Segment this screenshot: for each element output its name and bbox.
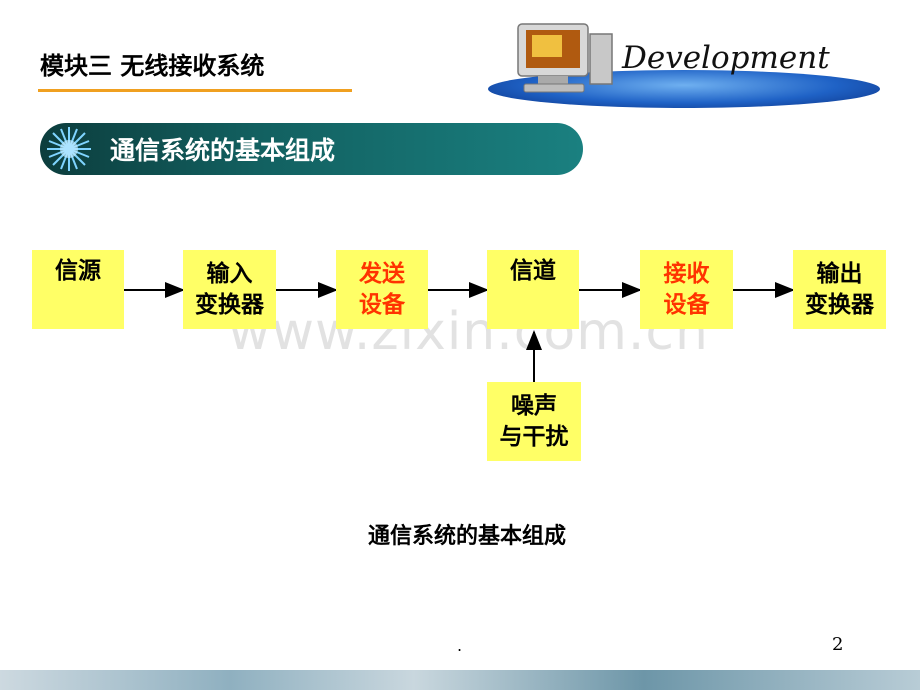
module-title: 模块三 无线接收系统	[40, 52, 265, 80]
box-channel-line-1: 信道	[510, 258, 556, 284]
computer-icon	[517, 23, 613, 93]
logo-text: Development	[622, 40, 830, 76]
box-input-transducer-line-2: 变换器	[195, 291, 264, 318]
box-output-transducer-line-2: 变换器	[805, 291, 874, 318]
watermark: www.zixin.com.cn	[228, 302, 709, 362]
box-transmitter: 发送 设备	[336, 250, 428, 329]
box-input-transducer: 输入 变换器	[183, 250, 276, 329]
bottom-decorative-strip	[0, 670, 920, 690]
starburst-icon	[47, 127, 91, 171]
section-bar	[40, 123, 583, 175]
box-transmitter-line-1: 发送	[359, 260, 405, 287]
box-source: 信源	[32, 250, 124, 329]
page-number: 2	[832, 634, 844, 655]
box-transmitter-line-2: 设备	[359, 291, 405, 318]
box-noise: 噪声 与干扰	[487, 382, 581, 461]
box-receiver: 接收 设备	[640, 250, 733, 329]
box-source-line-1: 信源	[55, 258, 101, 284]
box-receiver-line-1: 接收	[663, 260, 710, 287]
box-input-transducer-line-1: 输入	[206, 260, 253, 287]
footer-dot: .	[457, 636, 463, 655]
box-output-transducer-line-1: 输出	[816, 260, 863, 287]
diagram-caption: 通信系统的基本组成	[368, 524, 567, 549]
box-output-transducer: 输出 变换器	[793, 250, 886, 329]
box-noise-line-1: 噪声	[511, 392, 557, 419]
box-receiver-line-2: 设备	[663, 291, 710, 318]
box-noise-line-2: 与干扰	[499, 423, 569, 450]
section-title: 通信系统的基本组成	[110, 136, 336, 165]
box-channel: 信道	[487, 250, 579, 329]
title-underline	[38, 89, 352, 92]
